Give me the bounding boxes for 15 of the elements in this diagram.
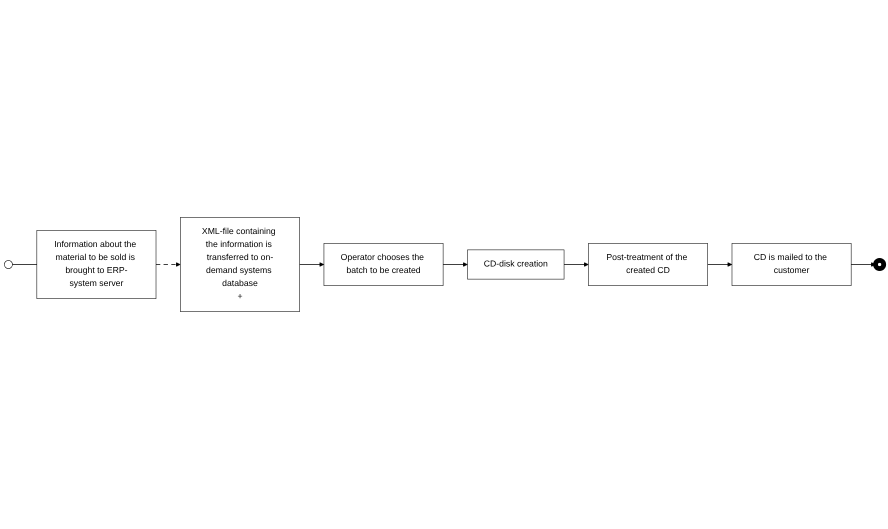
node-box: CD is mailed to the customer bbox=[732, 243, 852, 286]
node-circle bbox=[873, 258, 886, 271]
node-box: Information about the material to be sold is brought to ERP-system server bbox=[36, 230, 156, 299]
node-box: Operator chooses the batch to be created bbox=[324, 243, 444, 286]
connector bbox=[12, 264, 38, 265]
arrow bbox=[850, 262, 876, 267]
arrow bbox=[707, 262, 732, 267]
arrow bbox=[156, 262, 181, 267]
node-box: CD-disk creation bbox=[467, 250, 564, 280]
arrow bbox=[564, 262, 589, 267]
arrow bbox=[299, 262, 324, 267]
node-circle bbox=[4, 260, 13, 269]
arrow bbox=[442, 262, 468, 267]
node-box: XML-file containing the information is transferred to on-demand systems database + bbox=[180, 217, 300, 312]
node-box: Post-treatment of the created CD bbox=[588, 243, 708, 286]
